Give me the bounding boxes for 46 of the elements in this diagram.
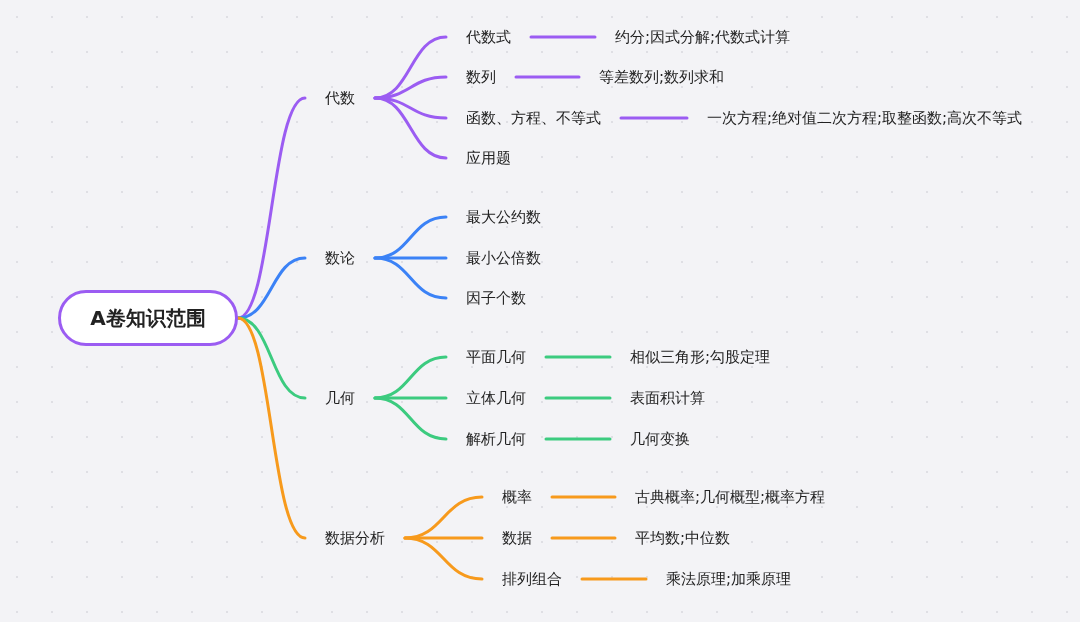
connector-line (550, 536, 617, 540)
topic-text: 约分;因式分解;代数式计算 (595, 27, 811, 47)
topic-text: 数据 (482, 528, 552, 548)
connector-line (373, 75, 448, 100)
connector-line (373, 355, 448, 400)
connector-line (580, 577, 648, 581)
topic-text: 函数、方程、不等式 (446, 108, 621, 128)
topic-text: 代数 (305, 88, 375, 108)
connector-line (373, 256, 448, 300)
topic-text: 一次方程;绝对值二次方程;取整函数;高次不等式 (687, 108, 1043, 128)
connector-line (550, 495, 617, 499)
connector-line (514, 75, 581, 79)
topic-text: 几何变换 (610, 429, 710, 449)
topic-text: 相似三角形;勾股定理 (610, 347, 791, 367)
topic-text: 排列组合 (482, 569, 582, 589)
topic-text: 应用题 (446, 148, 531, 168)
connector-line (544, 396, 612, 400)
topic-text: 平均数;中位数 (615, 528, 751, 548)
connector-line (403, 536, 484, 581)
connector-line (619, 116, 689, 120)
topic-text: 乘法原理;加乘原理 (646, 569, 812, 589)
connector-line (373, 215, 448, 260)
connector-line (373, 96, 448, 160)
topic-text: 古典概率;几何概型;概率方程 (615, 487, 846, 507)
connector-line (544, 355, 612, 359)
topic-text: 最大公约数 (446, 207, 561, 227)
topic-text: 数论 (305, 248, 375, 268)
topic-text: 数据分析 (305, 528, 405, 548)
topic-text: 表面积计算 (610, 388, 725, 408)
topic-text: 代数式 (446, 27, 531, 47)
connector-line (544, 437, 612, 441)
topic-text: 最小公倍数 (446, 248, 561, 268)
topic-text: 几何 (305, 388, 375, 408)
connector-line (529, 35, 597, 39)
topic-text: 概率 (482, 487, 552, 507)
topic-text: 立体几何 (446, 388, 546, 408)
connector-line (236, 316, 307, 540)
topic-text: 解析几何 (446, 429, 546, 449)
topic-text: 等差数列;数列求和 (579, 67, 745, 87)
connector-line (373, 396, 448, 441)
connector-line (403, 495, 484, 540)
root-topic-box: A卷知识范围 (58, 290, 238, 346)
connector-line (236, 256, 307, 320)
topic-text: 平面几何 (446, 347, 546, 367)
topic-text: 因子个数 (446, 288, 546, 308)
topic-text: 数列 (446, 67, 516, 87)
